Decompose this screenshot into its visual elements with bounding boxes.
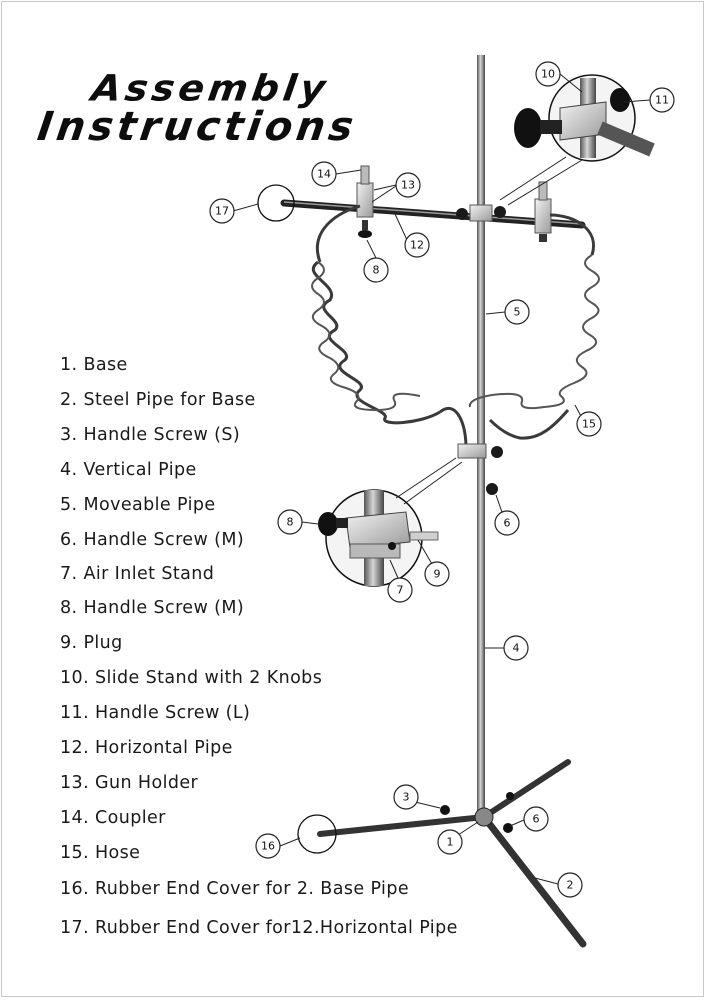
- part-item: 15. Hose: [60, 843, 141, 863]
- svg-text:3: 3: [403, 791, 410, 804]
- part-item: 13. Gun Holder: [60, 773, 199, 793]
- callout-17: 17: [209, 198, 235, 224]
- part-item: 7. Air Inlet Stand: [60, 564, 215, 584]
- svg-text:8: 8: [373, 264, 380, 277]
- svg-text:5: 5: [514, 306, 521, 319]
- part-item: 6. Handle Screw (M): [60, 530, 245, 550]
- callout-16: 16: [255, 833, 281, 859]
- svg-text:7: 7: [397, 584, 404, 597]
- callout-7: 7: [387, 577, 413, 603]
- part-item: 1. Base: [60, 355, 128, 375]
- svg-text:17: 17: [215, 205, 229, 218]
- air-inlet-stand: [457, 443, 503, 495]
- callout-2: 2: [557, 872, 583, 898]
- callout-10: 10: [535, 61, 561, 87]
- svg-text:8: 8: [287, 516, 294, 529]
- part-item: 5. Moveable Pipe: [60, 495, 216, 515]
- detail-slide-stand: [499, 74, 655, 206]
- svg-text:14: 14: [317, 168, 331, 181]
- part-item: 2. Steel Pipe for Base: [60, 390, 256, 410]
- callout-3: 3: [393, 784, 419, 810]
- vertical-pipe: [477, 55, 485, 815]
- callout-1: 1: [437, 829, 463, 855]
- detail-air-inlet: [318, 457, 463, 587]
- callout-12: 12: [404, 232, 430, 258]
- slide-stand: [456, 204, 506, 222]
- tripod-base: [317, 759, 587, 948]
- horizontal-pipe: [280, 199, 586, 229]
- svg-text:15: 15: [582, 418, 596, 431]
- part-item: 11. Handle Screw (L): [60, 703, 251, 723]
- part-item: 4. Vertical Pipe: [60, 460, 197, 480]
- callout-leaders: [232, 73, 651, 885]
- part-item: 17. Rubber End Cover for12.Horizontal Pi…: [60, 918, 458, 938]
- callout-9: 9: [424, 561, 450, 587]
- svg-text:10: 10: [541, 68, 555, 81]
- svg-text:4: 4: [513, 642, 520, 655]
- svg-text:6: 6: [533, 813, 540, 826]
- callout-4: 4: [503, 635, 529, 661]
- callout-8-top: 8: [363, 257, 389, 283]
- gun-holder-right: [534, 181, 552, 242]
- callout-8-detail: 8: [277, 509, 303, 535]
- gun-holder-left: [356, 165, 374, 238]
- callout-6-upper: 6: [494, 510, 520, 536]
- hose-left: [311, 204, 468, 446]
- callout-11: 11: [649, 87, 675, 113]
- callout-14: 14: [311, 161, 337, 187]
- svg-text:1: 1: [447, 836, 454, 849]
- svg-text:16: 16: [261, 840, 275, 853]
- part-item: 9. Plug: [60, 633, 123, 653]
- part-item: 14. Coupler: [60, 808, 166, 828]
- svg-text:13: 13: [401, 179, 415, 192]
- part-item: 8. Handle Screw (M): [60, 598, 245, 618]
- part-item: 16. Rubber End Cover for 2. Base Pipe: [60, 879, 409, 899]
- part-item: 10. Slide Stand with 2 Knobs: [60, 668, 323, 688]
- hose-right: [468, 213, 600, 440]
- callout-13: 13: [395, 172, 421, 198]
- svg-text:9: 9: [434, 568, 441, 581]
- callout-15: 15: [576, 411, 602, 437]
- callout-6-base: 6: [523, 806, 549, 832]
- svg-text:2: 2: [567, 879, 574, 892]
- svg-text:6: 6: [504, 517, 511, 530]
- end-cover-circle-top: [257, 184, 295, 222]
- svg-text:12: 12: [410, 239, 424, 252]
- part-item: 3. Handle Screw (S): [60, 425, 241, 445]
- end-cover-circle-base: [297, 814, 337, 854]
- part-item: 12. Horizontal Pipe: [60, 738, 233, 758]
- svg-text:11: 11: [655, 94, 669, 107]
- callout-5: 5: [504, 299, 530, 325]
